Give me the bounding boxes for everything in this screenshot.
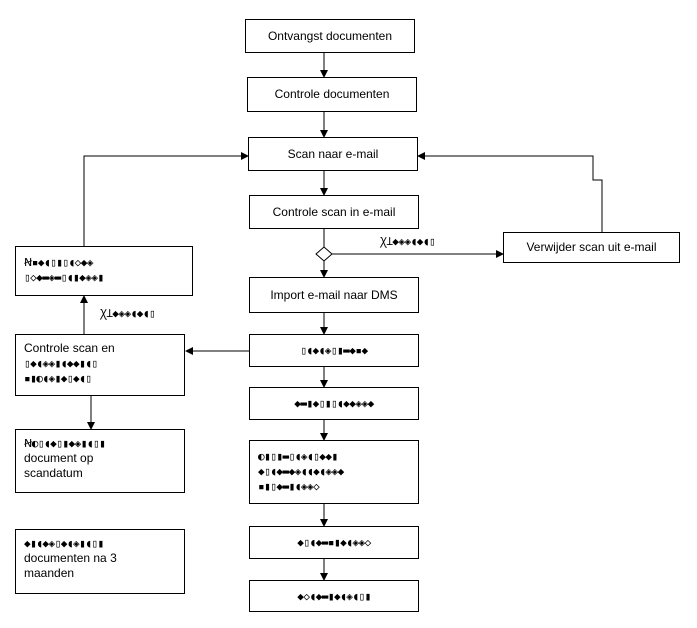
node-center-garbled-2: ◆▬▮◆▯▮▯◖◆◆◈◈◆ [249,387,419,420]
edge-label-right-branch: ꞳꞱ◆◈◈◖◆◖▯ [380,235,436,248]
node-label-line: document op [24,451,94,465]
node-center-garbled-1: ▯◖◆◖◈▯▮▬◆▪◆ [249,334,419,367]
node-label: ◆▬▮◆▯▮▯◖◆◆◈◈◆ [294,397,374,410]
node-center-garbled-3: ◐▮▯▮▬▯◖◈◖▯◆◆▮ ◆▯◖◆▬◆◈◖◖◆◖◈◈◆ ▪▮▯◆▬▮◖◈◈◇ [249,440,419,504]
node-label: Import e-mail naar DMS [270,287,398,302]
node-label-line: ▯◇◆▬◈▬▯◖▮◆◈◈▮ [24,271,104,284]
arrow-lefttop-back-to-scan [83,152,249,246]
node-label: Controle documenten [274,87,390,101]
node-label-line: documenten na 3 [24,551,117,565]
node-center-garbled-5: ◆◇◖◆▬▮◆◖◈◖▯▮ [249,580,419,612]
node-left-top-garbled: Ꞥ▪◆◖▯▮▯◖◇◆◈ ▯◇◆▬◈▬▯◖▮◆◈◈▮ [15,246,193,296]
node-controle-documenten: Controle documenten [247,77,417,112]
node-label-line: scandatum [24,466,83,480]
node-label-line: Ꞥ▪◆◖▯▮▯◖◇◆◈ [24,256,93,269]
node-label-line: maanden [24,566,75,580]
node-label-line: Controle scan en [24,341,115,355]
node-label: ◆▯◖◆▬▪▮◆◖◈◈◇ [297,536,371,549]
node-label: ◆◇◖◆▬▮◆◖◈◖▯▮ [297,589,371,603]
node-label: ▯◖◆◖◈▯▮▬◆▪◆ [300,344,368,357]
node-controle-scan-email: Controle scan in e-mail [249,195,419,229]
node-label: Scan naar e-mail [287,146,379,161]
node-label: Ontvangst documenten [267,28,393,43]
node-controle-scan-en: Controle scan en ▯◆◖◈◈▮◖◆◆▮◖▯ ▪▮◐◖◈▮◆▯◆◖… [15,334,185,396]
decision-diamond [315,246,333,262]
node-label-line: ▯◆◖◈◈▮◖◆◆▮◖▯ [24,357,98,370]
node-scan-naar-email: Scan naar e-mail [248,137,418,171]
node-label-line: ▪▮▯◆▬▮◖◈◈◇ [258,480,320,493]
node-center-garbled-4: ◆▯◖◆▬▪▮◆◖◈◈◇ [249,526,419,559]
node-label-line: ◆▯◖◆▬◆◈◖◖◆◖◈◈◆ [258,465,344,478]
node-label-line: ▪▮◐◖◈▮◆▯◆◖▯ [24,372,92,385]
node-label-line: ◐▮▯▮▬▯◖◈◖▯◆◆▮ [258,450,338,463]
node-document-op-scandatum: Ꞥ◐▯◖◆▯▮◆◈▮◖▯▮ document op scandatum [15,429,185,493]
edge-label-left-branch: ꞳꞱ◆◈◈◖◆◖▯ [100,307,156,320]
node-import-email-dms: Import e-mail naar DMS [249,277,419,313]
node-label-line: ◆▮◖◆◈▯◆◖◈▮◖▯▮ [24,537,104,550]
node-label-line: Ꞥ◐▯◖◆▯▮◆◈▮◖▯▮ [24,437,106,450]
node-label: Verwijder scan uit e-mail [526,240,657,254]
arrow-verwijder-back-to-scan [417,152,603,232]
node-ontvangst-documenten: Ontvangst documenten [245,19,415,53]
node-verwijder-scan: Verwijder scan uit e-mail [503,232,680,263]
node-documenten-na-3-maanden: ◆▮◖◆◈▯◆◖◈▮◖▯▮ documenten na 3 maanden [15,529,185,594]
node-label: Controle scan in e-mail [272,204,396,219]
